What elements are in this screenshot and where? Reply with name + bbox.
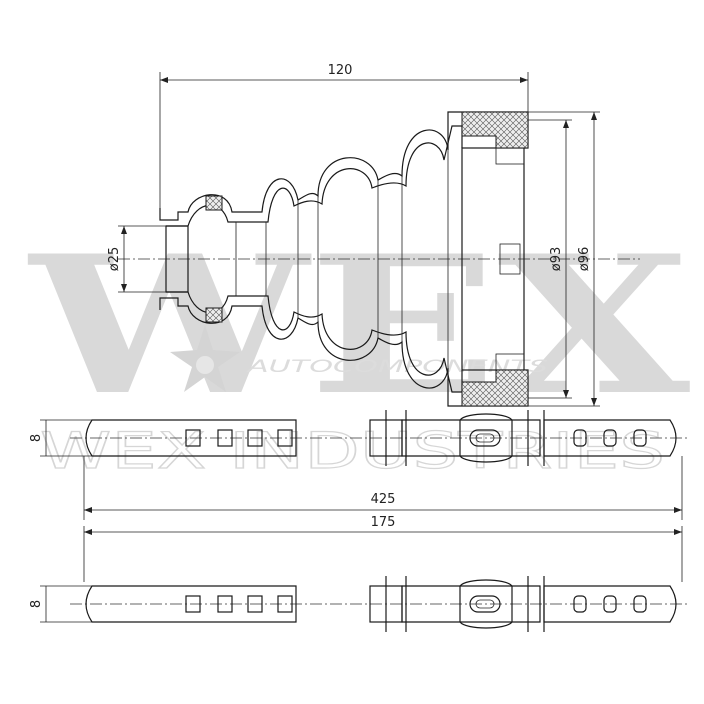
boot-large-housing — [461, 147, 525, 371]
clamp-2: 175 8 — [29, 515, 690, 632]
clamp-2-buckle — [459, 579, 513, 629]
clamp-1-right-band — [543, 419, 677, 457]
boot-hatch-small-bottom — [205, 307, 223, 323]
watermark-star-logo-icon — [170, 325, 240, 392]
dim-clamp-2-length: 175 — [371, 515, 396, 530]
clamp-2-left-slots — [185, 595, 293, 613]
cv-boot-section — [118, 111, 640, 407]
clamp-2-right-band — [543, 585, 677, 623]
boot-small-neck — [165, 225, 189, 293]
dim-small-diameter: ø25 — [107, 247, 122, 272]
watermark: WEX AUTOCOMPONENTS WEX INDUSTRIES — [27, 214, 690, 481]
clamp-2-left-band — [85, 585, 297, 623]
watermark-brand: WEX — [27, 214, 690, 437]
clamp-1-buckle-hole — [469, 429, 501, 447]
clamp-1-buckle — [459, 413, 513, 463]
clamp-1-left-slots — [185, 429, 293, 447]
boot-outer-profile-top — [159, 111, 529, 221]
watermark-subtitle: AUTOCOMPONENTS — [246, 357, 548, 377]
boot-housing-window — [499, 243, 521, 275]
clamp-2-buckle-band — [401, 585, 541, 623]
dim-boot-length: 120 — [328, 63, 353, 78]
clamp-1-right-slots — [573, 429, 647, 447]
dim-clamp-2-width: 8 — [29, 600, 44, 608]
clamp-1: 8 425 — [29, 410, 690, 520]
clamp-1-buckle-band — [401, 419, 541, 457]
boot-outer-profile-bottom — [159, 297, 529, 407]
dim-outer-large-diameter: ø96 — [577, 247, 592, 272]
boot-neck-band — [235, 221, 267, 297]
dim-clamp-1-width: 8 — [29, 434, 44, 442]
clamp-1-left-band — [85, 419, 297, 457]
boot-inner-profile-top — [166, 125, 463, 227]
watermark-company: WEX INDUSTRIES — [40, 422, 665, 480]
dim-clamp-1-length: 425 — [371, 492, 396, 507]
clamp-2-right-slots — [573, 595, 647, 613]
boot-housing-lip-top — [495, 147, 525, 165]
boot-fold-lines — [297, 150, 449, 368]
boot-hatch-top — [461, 111, 529, 149]
boot-hatch-small-top — [205, 195, 223, 211]
clamp-2-buckle-hole — [469, 595, 501, 613]
dim-inner-large-diameter: ø93 — [549, 247, 564, 272]
boot-dimensions: 120 ø25 ø93 ø96 — [107, 63, 600, 407]
